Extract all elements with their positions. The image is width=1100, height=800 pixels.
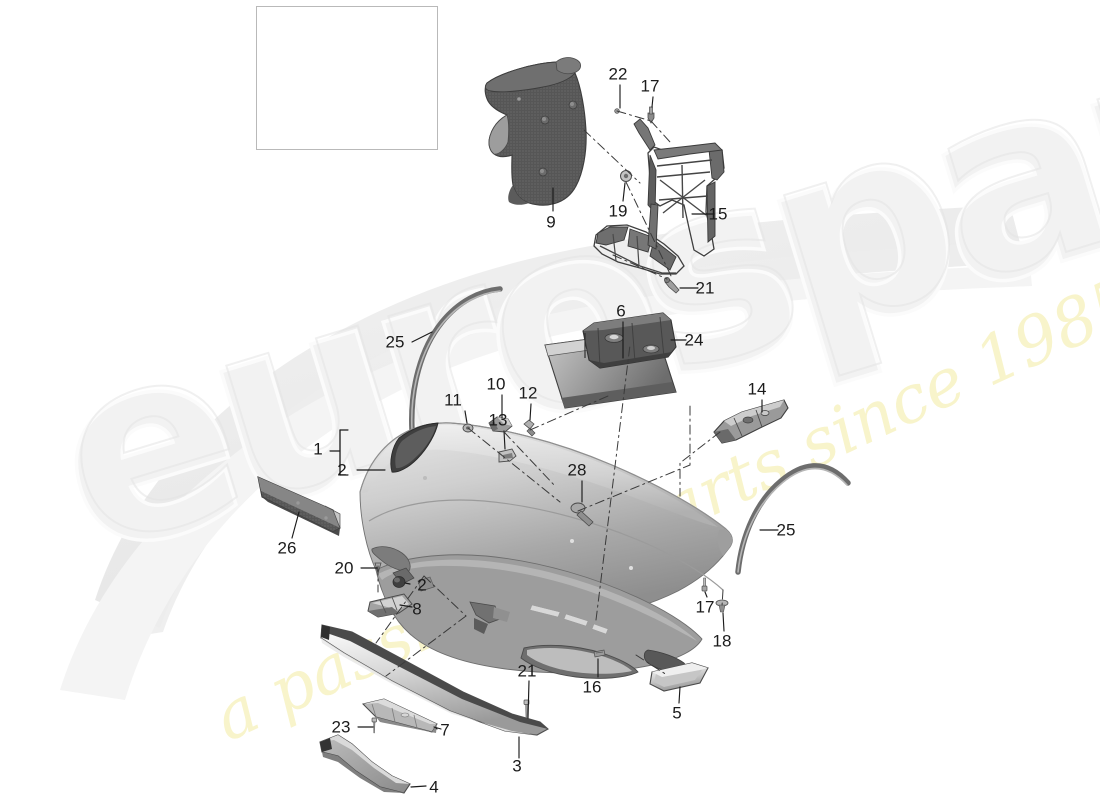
part-23-screw bbox=[371, 717, 377, 734]
part-25-wheel-arch-molding-left bbox=[409, 286, 503, 433]
part-10-retaining-clip bbox=[488, 416, 513, 433]
callout-number-6: 6 bbox=[616, 301, 626, 321]
part-19-washer bbox=[620, 170, 632, 182]
part-13-u-clip bbox=[498, 448, 517, 463]
part-12-hex-bolt bbox=[523, 419, 536, 437]
part-4-lower-trim-bracket bbox=[319, 734, 411, 794]
part-14-side-guide-bracket bbox=[713, 399, 789, 444]
callout-number-16: 16 bbox=[582, 677, 602, 697]
part-28-flange-bolt bbox=[570, 502, 594, 527]
callout-number-15: 15 bbox=[708, 204, 728, 224]
callout-number-8: 8 bbox=[412, 599, 422, 619]
callout-number-3: 3 bbox=[512, 756, 522, 776]
callout-number-18: 18 bbox=[712, 631, 732, 651]
callout-number-13: 13 bbox=[488, 410, 508, 430]
part-9-wheel-arch-liner bbox=[484, 57, 587, 206]
callout-number-17: 17 bbox=[640, 76, 660, 96]
callout-number-11: 11 bbox=[444, 390, 462, 410]
part-7-mounting-strip bbox=[362, 698, 438, 733]
callout-number-14: 14 bbox=[747, 379, 767, 399]
part-16-small-clip bbox=[593, 649, 606, 658]
callout-number-25: 25 bbox=[776, 520, 796, 540]
part-2-bumper-cover bbox=[359, 422, 733, 679]
callout-number-2: 2 bbox=[337, 460, 347, 480]
assembly-reference-lines bbox=[375, 110, 724, 677]
callout-number-1: 1 bbox=[313, 439, 323, 459]
callout-number-10: 10 bbox=[486, 374, 506, 394]
part-18-push-rivet bbox=[715, 599, 729, 613]
callout-number-17: 17 bbox=[695, 597, 715, 617]
callout-number-2: 2 bbox=[417, 575, 427, 595]
part-2-cap-plug bbox=[392, 576, 406, 588]
part-26-side-trim-strip bbox=[257, 476, 341, 536]
callout-number-21: 21 bbox=[695, 278, 715, 298]
callout-number-19: 19 bbox=[608, 201, 628, 221]
part-3-lower-diffuser-blade bbox=[320, 624, 549, 736]
callout-number-21: 21 bbox=[517, 661, 537, 681]
callout-number-12: 12 bbox=[518, 383, 538, 403]
callout-number-23: 23 bbox=[331, 717, 351, 737]
callout-number-7: 7 bbox=[440, 720, 450, 740]
part-17-stud-fastener-bottom bbox=[701, 577, 708, 592]
leader-lines bbox=[291, 84, 779, 788]
vehicle-thumbnail-box bbox=[256, 6, 438, 150]
callout-number-20: 20 bbox=[334, 558, 354, 578]
callout-number-25: 25 bbox=[385, 332, 405, 352]
part-25-wheel-arch-molding-right bbox=[735, 463, 851, 575]
callout-number-24: 24 bbox=[684, 330, 704, 350]
callout-number-26: 26 bbox=[277, 538, 297, 558]
callout-number-28: 28 bbox=[567, 460, 587, 480]
part-6-impact-bar-carrier bbox=[544, 312, 677, 409]
callout-number-22: 22 bbox=[608, 64, 628, 84]
part-15-bumper-support-frame bbox=[593, 118, 725, 275]
callout-number-9: 9 bbox=[546, 212, 556, 232]
callout-number-5: 5 bbox=[672, 703, 682, 723]
part-5-exhaust-outlet-trim bbox=[649, 662, 709, 692]
callout-number-4: 4 bbox=[429, 777, 439, 797]
part-8-clip-bracket bbox=[367, 593, 413, 618]
